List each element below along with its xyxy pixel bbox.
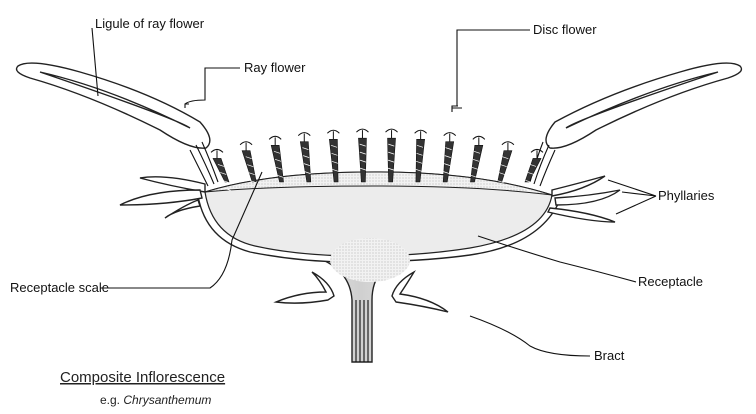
phyllary-right-3 [548,208,615,222]
disc-floret [523,149,543,190]
receptacle-center-shade [330,238,410,282]
label-receptacle: Receptacle [638,274,703,289]
label-disc-flower: Disc flower [533,22,597,37]
leader-ray-flower [185,68,240,108]
phyllary-left-2 [120,190,202,205]
disc-floret [240,142,256,183]
label-ray-flower: Ray flower [244,60,306,75]
label-receptacle-scale: Receptacle scale [10,280,109,295]
bract-right [392,272,448,312]
leader-phyllaries [608,180,656,214]
ligule-right [546,63,742,148]
leader-disc-flower [452,30,530,112]
ligule-left [17,63,210,148]
disc-floret [470,136,484,182]
label-ligule-of-ray-flower: Ligule of ray flower [95,16,205,31]
caption-example-prefix: e.g. [100,393,123,407]
disc-floret [269,136,283,182]
disc-floret [498,142,514,183]
label-bract: Bract [594,348,625,363]
phyllary-right-1 [552,176,605,196]
label-phyllaries: Phyllaries [658,188,715,203]
disc-floret [443,133,456,182]
caption-title: Composite Inflorescence [60,369,225,386]
caption-example: e.g. Chrysanthemum [100,393,211,407]
leader-bract [470,316,590,356]
caption-example-species: Chrysanthemum [123,393,211,407]
bract-left [276,272,334,303]
